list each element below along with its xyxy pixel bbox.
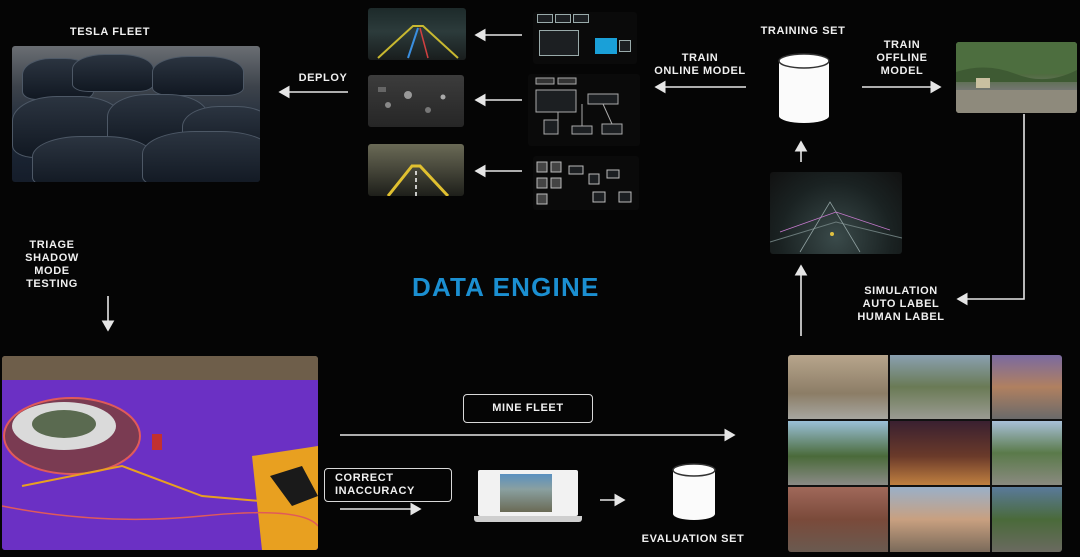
offline-model-scene-image — [956, 42, 1077, 113]
simulation-auto-human-label: SIMULATION AUTO LABEL HUMAN LABEL — [857, 285, 945, 323]
train-online-model-label: TRAIN ONLINE MODEL — [654, 52, 746, 77]
tesla-fleet-image — [12, 46, 260, 182]
deploy-label: DEPLOY — [298, 72, 348, 84]
diagram-title: DATA ENGINE — [412, 272, 600, 302]
street-image-cell — [890, 487, 990, 552]
training-set-label: TRAINING SET — [760, 25, 846, 37]
object-detection-output-thumbnail — [368, 75, 464, 127]
neural-net-diagram-bottom — [533, 156, 639, 210]
laptop-evaluation-screen — [474, 470, 582, 526]
training-set-database-icon — [778, 52, 830, 124]
tesla-fleet-label: TESLA FLEET — [69, 26, 151, 38]
street-image-cell — [890, 355, 990, 419]
train-offline-model-label: TRAIN OFFLINE MODEL — [876, 39, 928, 77]
street-image-cell — [788, 487, 888, 552]
street-view-output-thumbnail — [368, 144, 464, 196]
fleet-street-image-grid — [788, 355, 1062, 552]
road-lane-output-thumbnail — [368, 8, 466, 60]
street-image-cell — [992, 487, 1062, 552]
mine-fleet-label: MINE FLEET — [463, 394, 593, 423]
3d-reconstruction-image — [770, 172, 902, 254]
neural-net-diagram-top — [533, 12, 637, 64]
triage-shadow-mode-label: TRIAGE SHADOW MODE TESTING — [25, 239, 79, 290]
street-image-cell — [788, 355, 888, 419]
offline-to-labeling-arrow — [956, 114, 1025, 306]
correct-inaccuracy-label: CORRECT INACCURACY — [324, 468, 452, 502]
street-image-cell — [992, 355, 1062, 419]
street-image-cell — [890, 421, 990, 485]
evaluation-set-label: EVALUATION SET — [641, 533, 745, 545]
neural-net-diagram-middle — [528, 74, 640, 146]
aerial-segmentation-image — [2, 356, 318, 550]
street-image-cell — [992, 421, 1062, 485]
evaluation-set-database-icon — [672, 462, 716, 522]
street-image-cell — [788, 421, 888, 485]
